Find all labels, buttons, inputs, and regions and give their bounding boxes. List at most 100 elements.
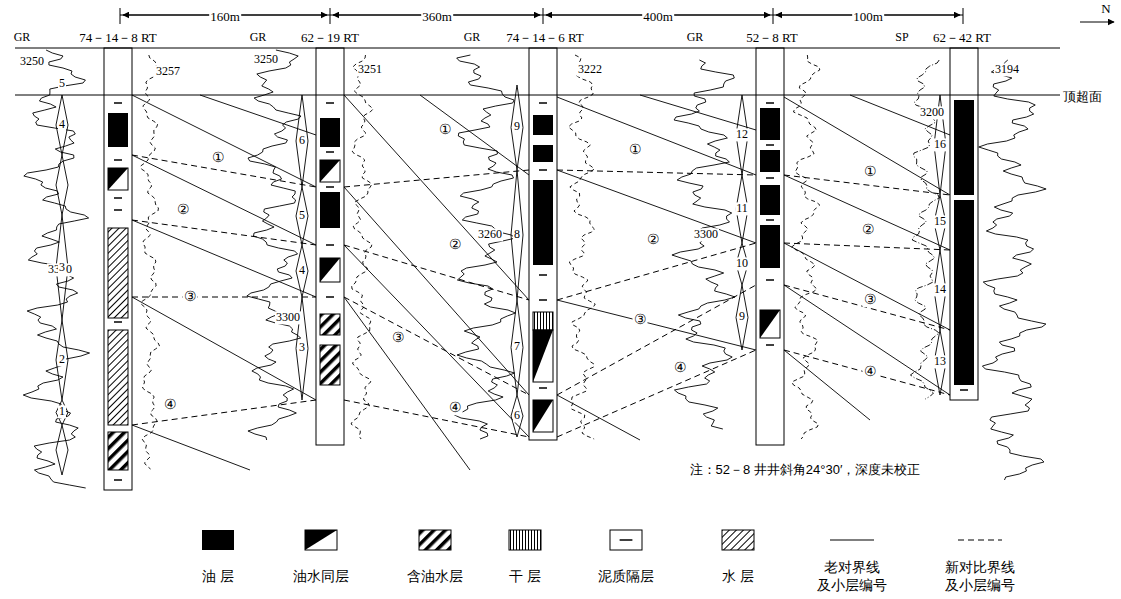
header-line bbox=[15, 48, 1060, 49]
log-curve bbox=[247, 50, 301, 440]
old-correlation-line bbox=[132, 95, 316, 187]
unit-number: ② bbox=[646, 232, 661, 247]
well-name: 74－14－6 RT bbox=[505, 31, 585, 45]
legend-sample bbox=[202, 530, 234, 550]
log-curve bbox=[351, 55, 373, 439]
well-track bbox=[104, 48, 132, 490]
legend-text: 水 层 bbox=[700, 567, 776, 585]
depth-label: 3300 bbox=[275, 311, 301, 324]
layer-number: 13 bbox=[933, 355, 947, 368]
layer-number: 9 bbox=[738, 310, 746, 323]
depth-label: 3260 bbox=[477, 228, 503, 241]
oil-layer bbox=[533, 180, 553, 265]
legend-text: 含油水层 bbox=[397, 567, 473, 585]
layer-number: 11 bbox=[735, 202, 749, 215]
old-correlation-line bbox=[557, 395, 640, 440]
distance-label: 160m bbox=[209, 10, 241, 24]
mud-interval bbox=[539, 102, 547, 104]
log-curve bbox=[792, 55, 820, 439]
new-correlation-line bbox=[557, 350, 756, 437]
dry-layer bbox=[533, 312, 553, 330]
oil-layer bbox=[320, 118, 340, 147]
unit-number: ③ bbox=[863, 292, 878, 307]
oil-water-layer bbox=[320, 160, 340, 182]
old-correlation-line bbox=[344, 187, 529, 395]
well-track bbox=[756, 48, 784, 445]
curve-name: GR bbox=[686, 31, 705, 44]
well-name: 52－8 RT bbox=[745, 31, 799, 45]
mud-sample bbox=[610, 530, 642, 550]
layer-diamond bbox=[511, 170, 523, 300]
unit-number: ② bbox=[176, 202, 191, 217]
distance-tick bbox=[773, 8, 774, 24]
well-column bbox=[950, 48, 978, 400]
oil-water-fill bbox=[320, 160, 340, 182]
old-correlation-line bbox=[784, 175, 950, 250]
mud-interval bbox=[326, 186, 334, 188]
layer-number: 6 bbox=[298, 134, 306, 147]
layer-number: 7 bbox=[513, 340, 521, 353]
layer-number: 16 bbox=[933, 138, 947, 151]
oil-bearing-water-layer bbox=[320, 314, 340, 335]
north-label: N bbox=[1100, 2, 1111, 16]
well-columns bbox=[56, 48, 978, 490]
mud-interval bbox=[114, 159, 122, 161]
mud-interval bbox=[766, 279, 774, 281]
layer-number: 5 bbox=[58, 77, 66, 90]
oil-water-fill bbox=[320, 258, 340, 282]
layer-diamond bbox=[296, 245, 308, 297]
old-correlation-line bbox=[344, 297, 470, 470]
depth-label: 3222 bbox=[577, 63, 603, 76]
legend-swatch bbox=[202, 530, 234, 550]
layer-diamond bbox=[56, 95, 68, 155]
legend-text: 油 层 bbox=[180, 567, 256, 585]
distance-label: 400m bbox=[642, 10, 674, 24]
oil-layer bbox=[108, 113, 128, 147]
layer-diamond bbox=[56, 155, 68, 215]
well-column bbox=[104, 48, 132, 490]
old-correlation-line bbox=[557, 300, 756, 350]
well-track bbox=[316, 48, 344, 445]
unit-number: ① bbox=[211, 150, 226, 165]
log-curve bbox=[141, 55, 160, 469]
distance-tick bbox=[120, 8, 121, 24]
layer-number: 4 bbox=[298, 264, 306, 277]
new-correlation-line bbox=[132, 400, 316, 425]
legend-text: 新对比界线 及小层编号 bbox=[942, 558, 1018, 594]
layer-diamond bbox=[56, 400, 68, 425]
layer-number: 8 bbox=[513, 228, 521, 241]
distance-bar bbox=[120, 15, 963, 16]
legend-text: 油水同层 bbox=[283, 567, 359, 585]
curve-name: GR bbox=[249, 31, 268, 44]
layer-diamond bbox=[934, 250, 946, 330]
oil-water-layer bbox=[533, 330, 553, 382]
mud-interval bbox=[766, 219, 774, 221]
log-curve bbox=[672, 60, 735, 429]
curve-name: GR bbox=[463, 31, 482, 44]
water-layer bbox=[108, 330, 128, 425]
unit-number: ② bbox=[448, 237, 463, 252]
well-column bbox=[756, 48, 784, 445]
layer-diamond bbox=[934, 330, 946, 395]
oil-bearing-water-layer bbox=[108, 432, 128, 470]
unit-number: ③ bbox=[633, 312, 648, 327]
layer-diamond bbox=[511, 395, 523, 437]
oil-layer bbox=[954, 100, 974, 195]
new-correlation-line bbox=[344, 297, 529, 395]
legend-line bbox=[830, 539, 874, 540]
layer-number: 4 bbox=[58, 118, 66, 131]
mud-interval bbox=[539, 169, 547, 171]
old-correlation-line bbox=[132, 220, 316, 297]
layer-number: 9 bbox=[513, 120, 521, 133]
well-name: 74－14－8 RT bbox=[78, 31, 158, 45]
oil-water-fill bbox=[305, 530, 337, 550]
dry-layer bbox=[509, 530, 541, 550]
layer-diamond bbox=[736, 243, 748, 285]
datum-line bbox=[15, 95, 1060, 96]
unit-number: ① bbox=[628, 142, 643, 157]
new-correlation-line bbox=[784, 243, 950, 250]
oil-water-fill bbox=[760, 310, 780, 338]
oil-layer bbox=[760, 225, 780, 268]
mud-interval bbox=[766, 344, 774, 346]
unit-number: ① bbox=[863, 164, 878, 179]
